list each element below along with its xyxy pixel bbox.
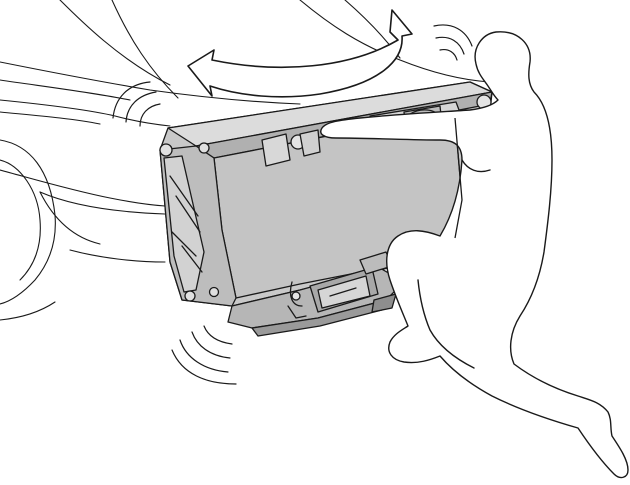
rotation-arrow-icon [188,10,412,97]
